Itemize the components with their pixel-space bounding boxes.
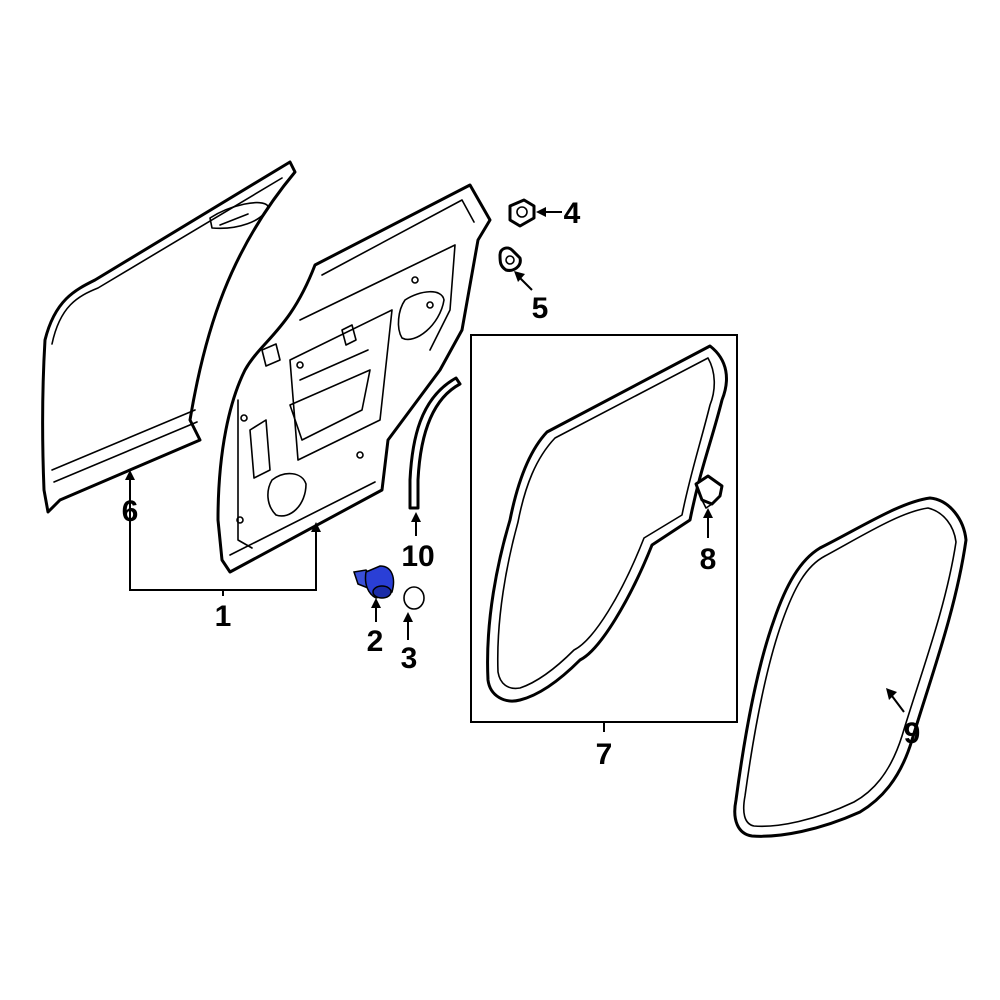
callout-7: 7	[596, 738, 613, 771]
callout-9: 9	[904, 717, 921, 750]
callout-10: 10	[401, 540, 434, 573]
door-outer-panel	[41, 160, 297, 514]
callout-1: 1	[215, 600, 232, 633]
door-weatherstrip	[486, 344, 728, 703]
leader-lines	[125, 207, 905, 732]
callout-4: 4	[564, 197, 581, 230]
seal-strip	[408, 376, 462, 510]
opening-weatherstrip	[733, 496, 968, 838]
hinge-bolt	[353, 565, 395, 599]
plug	[498, 246, 522, 272]
clip	[694, 474, 724, 509]
door-shell	[216, 183, 492, 574]
callout-3: 3	[401, 642, 418, 675]
cap	[403, 586, 425, 610]
callout-6: 6	[122, 495, 139, 528]
callout-5: 5	[532, 292, 549, 325]
grommet-nut	[508, 198, 536, 228]
callout-8: 8	[700, 543, 717, 576]
callout-2: 2	[367, 625, 384, 658]
